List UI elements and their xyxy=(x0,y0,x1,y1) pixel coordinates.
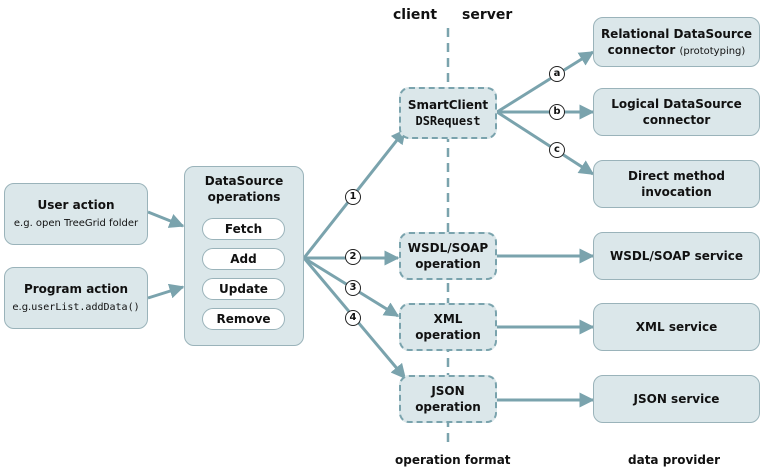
remove-operation: Remove xyxy=(202,308,285,330)
json-service-label: JSON service xyxy=(633,392,720,406)
relational-note: (prototyping) xyxy=(679,45,746,57)
badge-2: 2 xyxy=(345,249,361,265)
arrow-program-to-ds xyxy=(147,283,185,300)
badge-4: 4 xyxy=(345,310,361,326)
relational-line2: connector (prototyping) xyxy=(608,42,746,59)
badge-a: a xyxy=(549,66,565,82)
xml-service-box: XML service xyxy=(593,303,760,351)
wsdl-soap-operation-box: WSDL/SOAP operation xyxy=(399,232,497,280)
data-provider-footer: data provider xyxy=(628,453,721,467)
datasource-title-line1: DataSource xyxy=(204,174,284,188)
update-operation: Update xyxy=(202,278,285,300)
badge-b: b xyxy=(549,104,565,120)
json-format-line1: JSON xyxy=(431,384,465,398)
xml-service-label: XML service xyxy=(635,320,718,334)
xml-operation-box: XML operation xyxy=(399,303,497,351)
wsdl-soap-service-box: WSDL/SOAP service xyxy=(593,232,760,280)
direct-method-box: Direct method invocation xyxy=(593,160,760,208)
json-service-box: JSON service xyxy=(593,375,760,423)
program-action-title: Program action xyxy=(23,282,129,296)
badge-c: c xyxy=(549,142,565,158)
user-action-box: User action e.g. open TreeGrid folder xyxy=(4,183,148,245)
relational-connector-box: Relational DataSource connector (prototy… xyxy=(593,17,760,67)
arrow-user-to-ds xyxy=(147,210,185,228)
program-action-box: Program action e.g.userList.addData() xyxy=(4,267,148,329)
smartclient-label: SmartClient xyxy=(407,98,489,112)
relational-connector-label: connector xyxy=(607,42,676,57)
xml-format-line2: operation xyxy=(415,328,481,342)
smartclient-dsrequest-box: SmartClient DSRequest xyxy=(399,87,497,139)
fetch-operation: Fetch xyxy=(202,218,285,240)
program-action-example: e.g.userList.addData() xyxy=(12,301,139,315)
program-action-example-prefix: e.g. xyxy=(12,302,32,313)
logical-line2: connector xyxy=(642,113,711,127)
user-action-example: e.g. open TreeGrid folder xyxy=(13,218,139,229)
server-header: server xyxy=(462,7,513,23)
badge-3: 3 xyxy=(345,280,361,296)
xml-format-line1: XML xyxy=(433,312,463,326)
client-header: client xyxy=(393,7,438,23)
program-action-example-code: userList.addData() xyxy=(31,302,140,313)
json-format-line2: operation xyxy=(415,400,481,414)
arrow-sc-to-relational xyxy=(496,50,595,114)
operation-format-footer: operation format xyxy=(395,453,511,467)
logical-line1: Logical DataSource xyxy=(611,97,742,111)
wsdl-format-line1: WSDL/SOAP xyxy=(407,241,489,255)
user-action-title: User action xyxy=(37,198,115,212)
json-operation-box: JSON operation xyxy=(399,375,497,423)
add-operation: Add xyxy=(202,248,285,270)
badge-1: 1 xyxy=(345,189,361,205)
relational-line1: Relational DataSource xyxy=(600,26,753,41)
direct-line1: Direct method xyxy=(628,169,725,183)
direct-line2: invocation xyxy=(641,185,712,199)
arrow-sc-to-direct xyxy=(496,110,595,176)
wsdl-service-label: WSDL/SOAP service xyxy=(609,249,744,263)
logical-connector-box: Logical DataSource connector xyxy=(593,88,760,136)
datasource-title-line2: operations xyxy=(207,190,281,204)
dsrequest-label: DSRequest xyxy=(415,114,481,128)
wsdl-format-line2: operation xyxy=(415,257,481,271)
